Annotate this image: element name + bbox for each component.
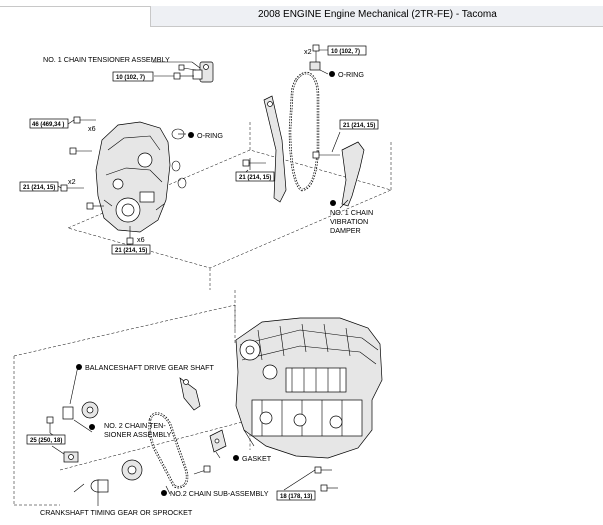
torque-box-cover-bottom: 21 (214, 15)	[111, 244, 151, 255]
label-chain-sub-2: NO.2 CHAIN SUB-ASSEMBLY	[170, 489, 269, 498]
label-chain-tensioner-2-a: NO. 2 CHAIN TEN-	[104, 421, 166, 430]
leader-lines	[49, 49, 366, 506]
top-bolt-part	[309, 44, 321, 71]
chain-tensioner-2-bullet	[89, 424, 95, 430]
title-bar	[150, 6, 603, 27]
svg-text:21 (214, 15): 21 (214, 15)	[239, 175, 271, 181]
balanceshaft-bullet	[76, 364, 82, 370]
torque-box-top-right: 10 (102, 7)	[327, 45, 367, 56]
svg-text:21 (214, 15): 21 (214, 15)	[115, 248, 147, 254]
vibration-damper-part	[312, 141, 365, 207]
chain-tensioner-2-part	[51, 445, 79, 463]
label-vibration-damper-2: VIBRATION	[330, 217, 368, 226]
chain-slipper-guide	[263, 95, 287, 203]
torque-box-lower-right: 18 (178, 13)	[276, 490, 316, 501]
chain-tensioner-1-part	[173, 61, 214, 83]
vibration-damper-bullet	[330, 200, 336, 206]
qty-top: x2	[304, 47, 312, 56]
timing-chain-cover-part	[95, 121, 171, 233]
svg-text:10 (102, 7): 10 (102, 7)	[116, 75, 145, 81]
label-vibration-damper-1: NO. 1 CHAIN	[330, 208, 373, 217]
svg-text:46 (469,34 ): 46 (469,34 )	[32, 122, 64, 128]
label-o-ring-top: O-RING	[338, 70, 364, 79]
gasket-bullet	[233, 455, 239, 461]
label-crankshaft-gear: CRANKSHAFT TIMING GEAR OR SPROCKET	[40, 508, 193, 517]
torque-box-cover-left: 21 (214, 15)	[19, 181, 59, 192]
o-ring-cover-bullet	[188, 132, 194, 138]
qty-x6-top: x6	[88, 124, 96, 133]
mid-bolts	[242, 158, 266, 170]
label-chain-tensioner-1: NO. 1 CHAIN TENSIONER ASSEMBLY	[43, 55, 170, 64]
svg-text:18 (178, 13): 18 (178, 13)	[280, 494, 312, 500]
label-chain-tensioner-2-b: SIONER ASSEMBLY	[104, 430, 172, 439]
torque-box-cover-big: 46 (469,34 )	[29, 118, 69, 129]
upper-dashed-frame	[67, 120, 392, 290]
gasket-part	[209, 429, 227, 453]
crankshaft-gear-part	[73, 459, 143, 493]
qty-x6-bottom: x6	[137, 235, 145, 244]
chain-sub-2-bullet	[161, 490, 167, 496]
engine-block-part	[235, 317, 383, 459]
qty-x2-left: x2	[68, 177, 76, 186]
page-title: 2008 ENGINE Engine Mechanical (2TR-FE) -…	[258, 9, 497, 20]
label-vibration-damper-3: DAMPER	[330, 226, 361, 235]
torque-box-tensioner: 10 (102, 7)	[112, 71, 154, 82]
svg-text:10 (102, 7): 10 (102, 7)	[331, 49, 360, 55]
balanceshaft-gear-part	[46, 401, 99, 433]
torque-box-mid: 21 (214, 15)	[235, 171, 275, 182]
torque-box-right: 21 (214, 15)	[339, 119, 379, 130]
svg-text:21 (214, 15): 21 (214, 15)	[23, 185, 55, 191]
torque-box-lower-left: 25 (250, 18)	[26, 434, 66, 445]
lower-right-bolts	[193, 465, 338, 492]
timing-chain-lower	[148, 412, 189, 489]
label-o-ring-cover: O-RING	[197, 131, 223, 140]
label-gasket: GASKET	[242, 454, 272, 463]
svg-text:21 (214, 15): 21 (214, 15)	[343, 123, 375, 129]
lower-chain-guide	[179, 377, 201, 411]
o-ring-top-bullet	[329, 71, 335, 77]
cover-o-rings	[171, 128, 187, 189]
svg-text:25 (250, 18): 25 (250, 18)	[30, 438, 62, 444]
timing-chain-upper	[288, 71, 320, 192]
label-balanceshaft: BALANCESHAFT DRIVE GEAR SHAFT	[85, 363, 214, 372]
